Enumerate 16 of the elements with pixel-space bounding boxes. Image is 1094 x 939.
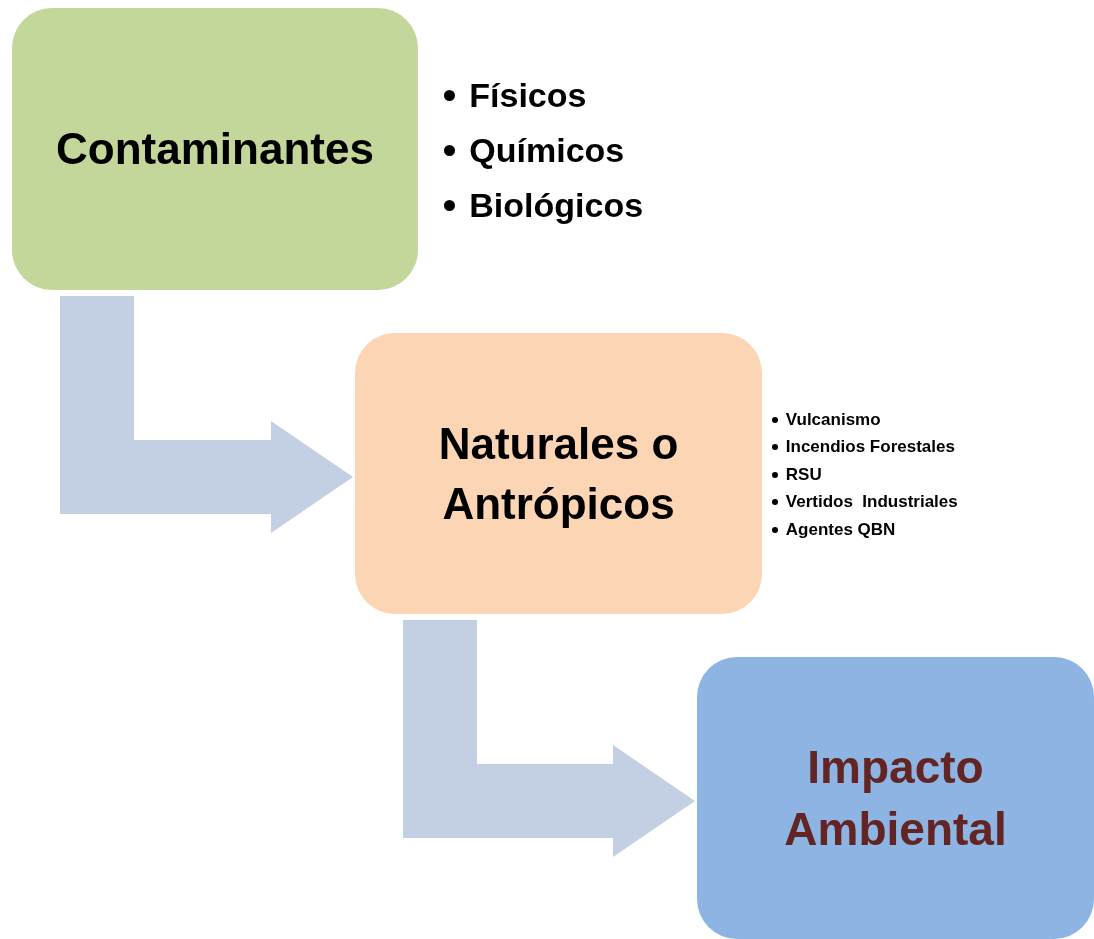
box-title: Impacto Ambiental [783, 739, 1008, 857]
bent-arrow [403, 620, 695, 857]
list-item: Biológicos [469, 186, 644, 225]
process-box [12, 8, 418, 290]
list-item: Vulcanismo [785, 409, 881, 430]
list-item: Agentes QBN [785, 519, 896, 540]
list-item: Vertidos Industriales [785, 492, 958, 513]
list-item: Incendios Forestales [785, 437, 955, 458]
list-item: Químicos [469, 131, 625, 170]
process-box [355, 333, 762, 614]
box-title: Naturales o Antrópicos [437, 418, 680, 530]
list-item: RSU [785, 464, 822, 485]
box-title: Contaminantes [56, 123, 374, 176]
process-box [697, 657, 1094, 939]
bent-arrow [60, 296, 353, 533]
list-item: Físicos [469, 76, 587, 115]
